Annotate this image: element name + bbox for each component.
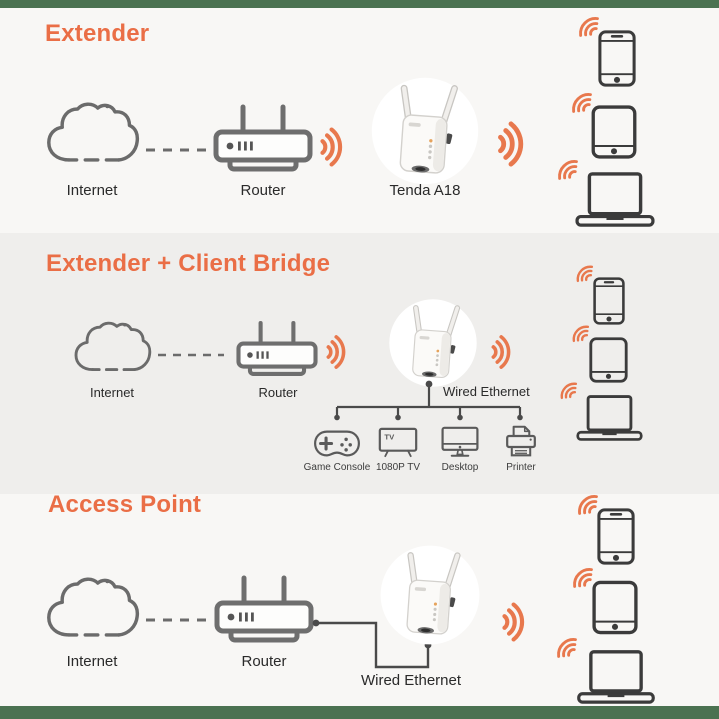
- cloud-icon: [44, 574, 140, 644]
- laptop-icon: [576, 395, 643, 441]
- wifi-signal-icon: [322, 331, 346, 373]
- section-title: Extender + Client Bridge: [46, 250, 331, 277]
- router-icon: [214, 573, 314, 645]
- dashed-link: [158, 353, 224, 357]
- desktop-label: Desktop: [441, 462, 479, 473]
- section-access-point: Access Point Internet Router Wired Ether…: [0, 494, 719, 706]
- tenda-a18-icon: [387, 297, 479, 389]
- tenda-a18-icon: [378, 543, 482, 647]
- smartphone-icon: [597, 508, 635, 565]
- section-extender: Extender Internet Router Tenda A18: [0, 8, 719, 233]
- tablet-icon: [591, 105, 637, 159]
- tablet-icon: [592, 580, 638, 635]
- game-console-icon: [313, 428, 361, 459]
- tenda-a18-icon: [369, 75, 481, 187]
- wired-ethernet-label: Wired Ethernet: [360, 672, 462, 689]
- bottom-band: [0, 706, 719, 719]
- top-band: [0, 0, 719, 8]
- dashed-link: [146, 148, 208, 152]
- dashed-link: [146, 618, 208, 622]
- smartphone-icon: [598, 30, 636, 87]
- cloud-icon: [72, 319, 152, 377]
- wired-ethernet-label: Wired Ethernet: [443, 384, 530, 399]
- wifi-signal-icon: [497, 598, 525, 646]
- cloud-icon: [44, 99, 140, 169]
- printer-icon: [504, 424, 538, 459]
- section-title: Extender: [45, 20, 150, 47]
- printer-label: Printer: [506, 462, 536, 473]
- section-extender-client-bridge: Extender + Client Bridge Internet Router…: [0, 233, 719, 494]
- router-label: Router: [258, 385, 298, 400]
- tv-icon: [378, 427, 418, 458]
- router-icon: [236, 319, 318, 378]
- router-icon: [213, 102, 313, 174]
- internet-label: Internet: [66, 653, 118, 670]
- wifi-signal-icon: [492, 116, 524, 172]
- router-label: Router: [241, 653, 287, 670]
- tenda-a18-label: Tenda A18: [389, 182, 461, 199]
- section-title: Access Point: [48, 491, 202, 518]
- desktop-icon: [440, 426, 480, 459]
- internet-label: Internet: [89, 385, 135, 400]
- router-label: Router: [240, 182, 286, 199]
- tablet-icon: [589, 337, 628, 383]
- wifi-signal-icon: [487, 331, 511, 373]
- laptop-icon: [576, 650, 656, 704]
- smartphone-icon: [593, 277, 625, 325]
- wired-link: [334, 380, 523, 421]
- wifi-signal-icon: [315, 123, 343, 171]
- game-console-label: Game Console: [303, 462, 371, 473]
- laptop-icon: [575, 172, 655, 227]
- internet-label: Internet: [66, 182, 118, 199]
- tv-label: 1080P TV: [375, 462, 421, 473]
